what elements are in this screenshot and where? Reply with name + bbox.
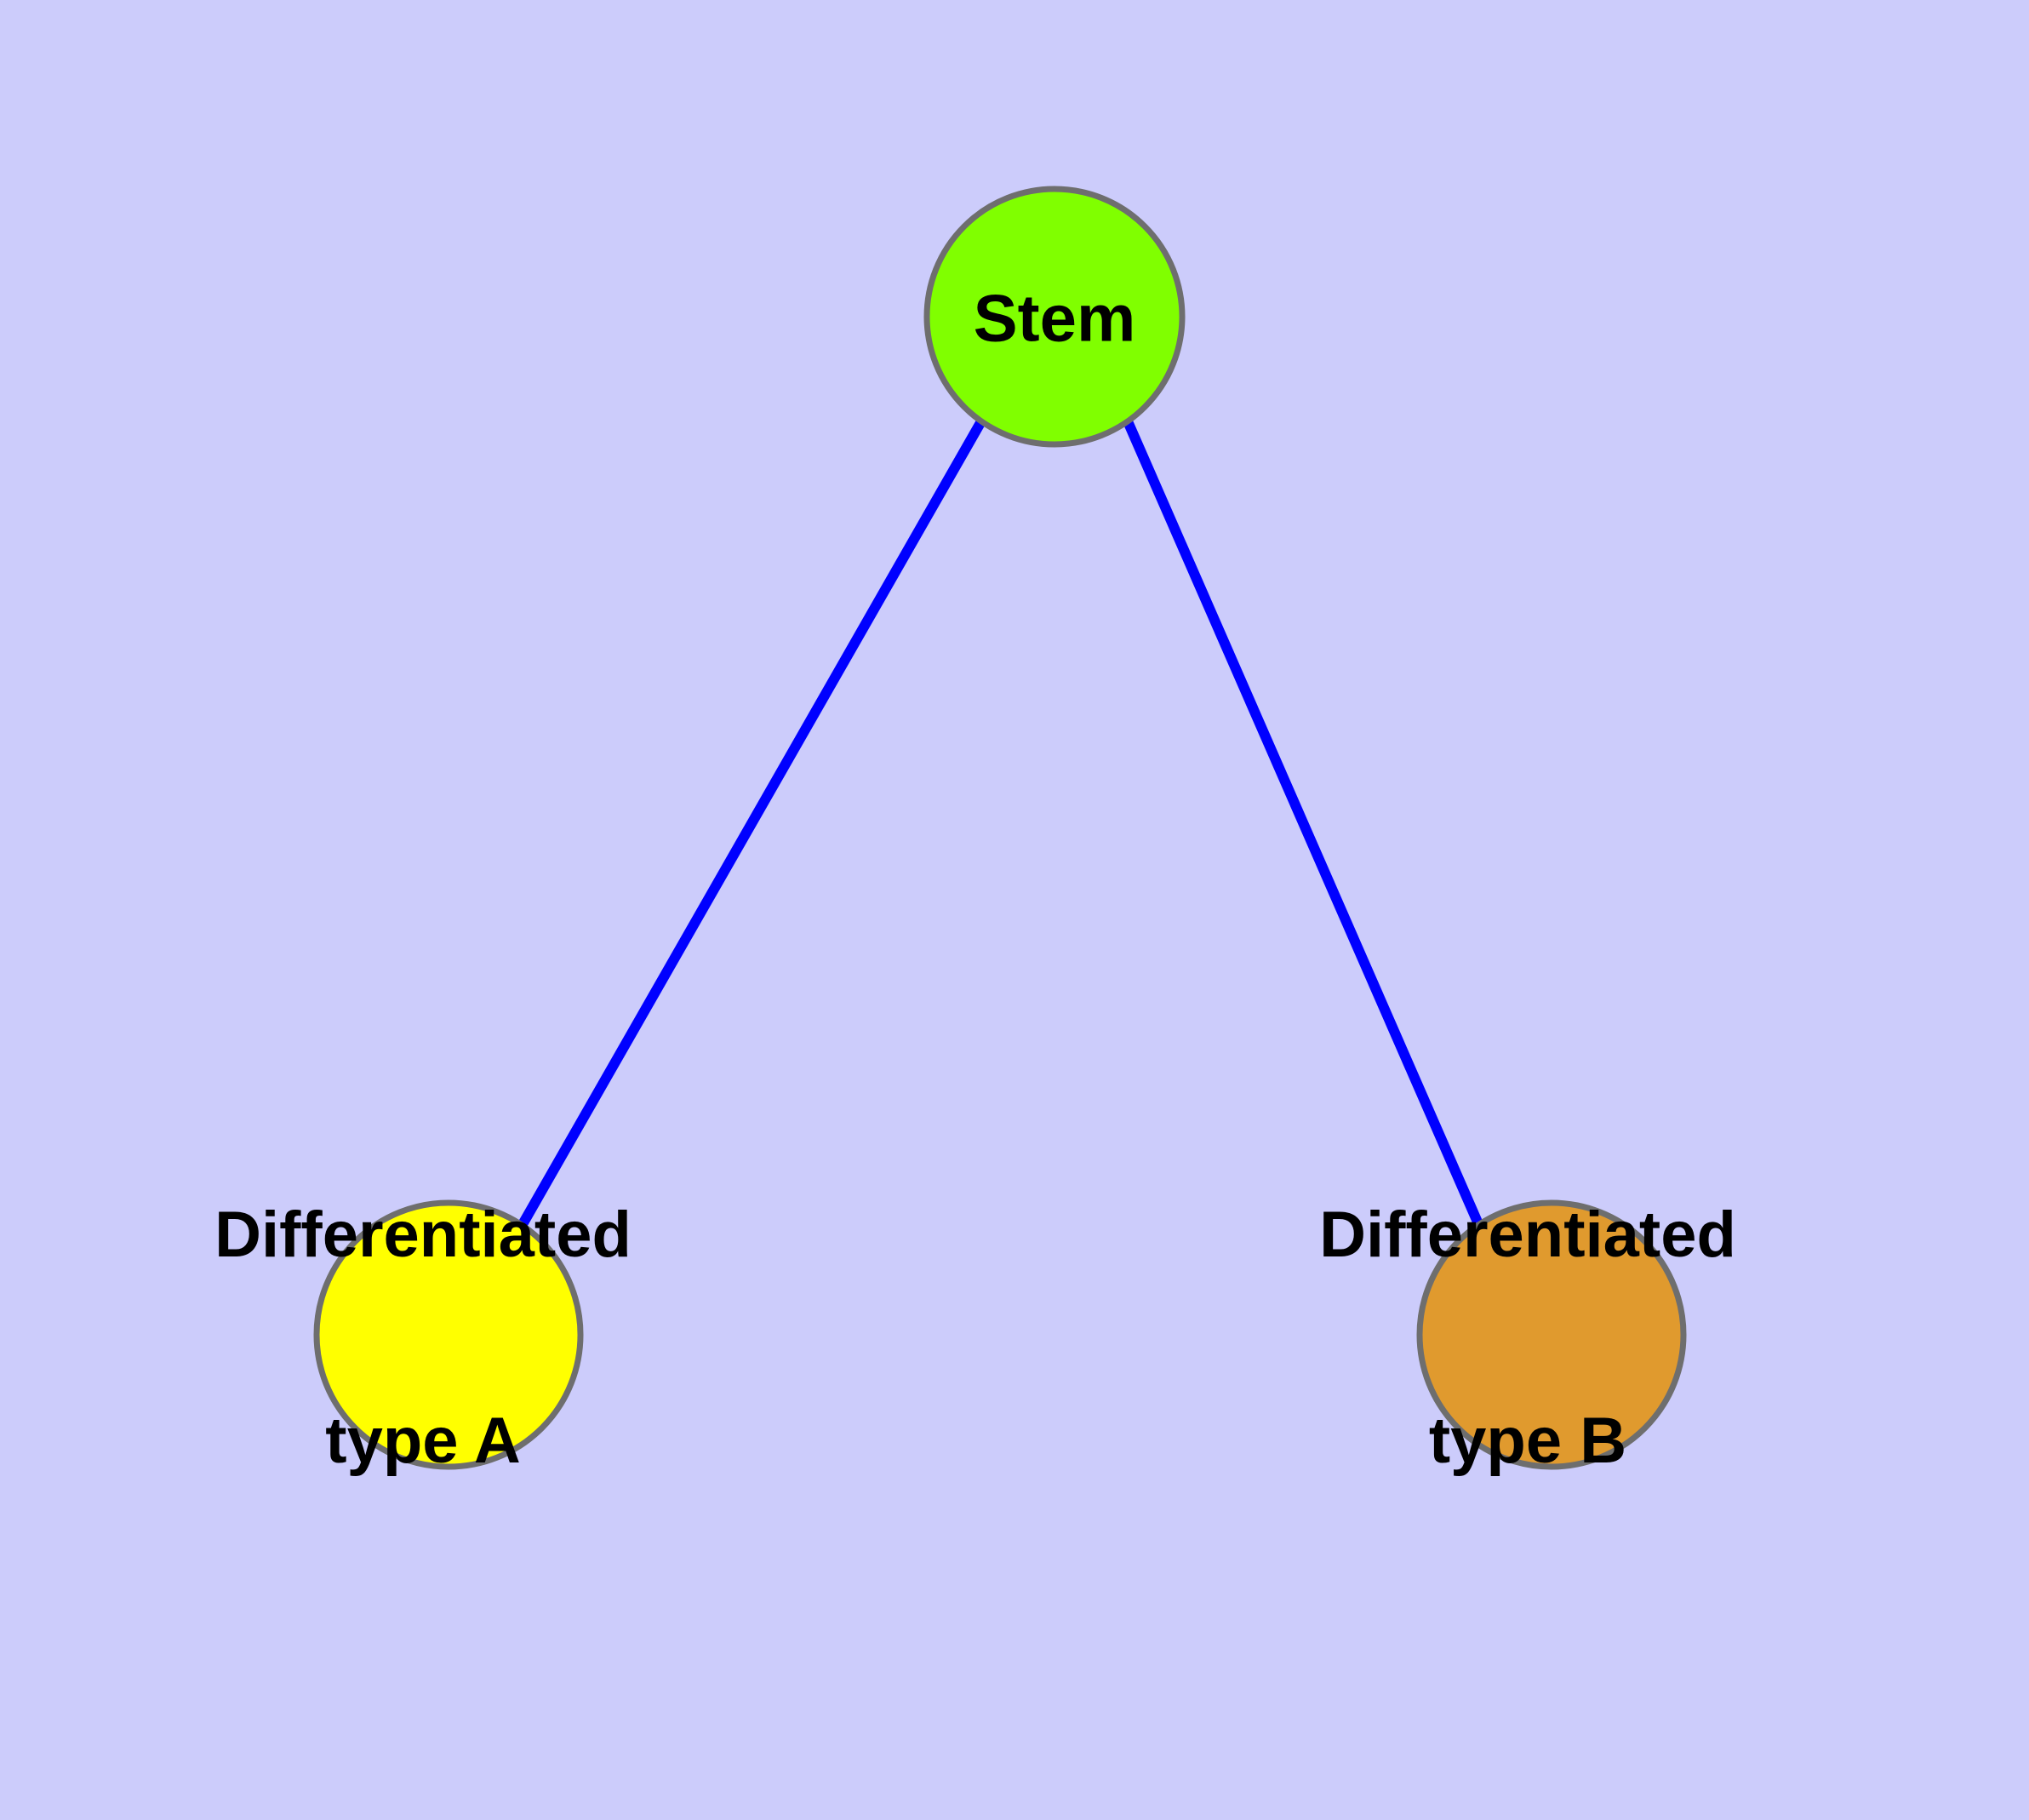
node-differentiated-type-a[interactable] [313, 1199, 584, 1470]
node-differentiated-type-b[interactable] [1416, 1199, 1687, 1470]
edge-group [517, 419, 1484, 1228]
edge-stem-to-differentiated-type-a[interactable] [517, 419, 986, 1228]
node-stem[interactable] [923, 186, 1186, 448]
edge-stem-to-differentiated-type-b[interactable] [1123, 419, 1484, 1228]
node-group [313, 186, 1687, 1470]
